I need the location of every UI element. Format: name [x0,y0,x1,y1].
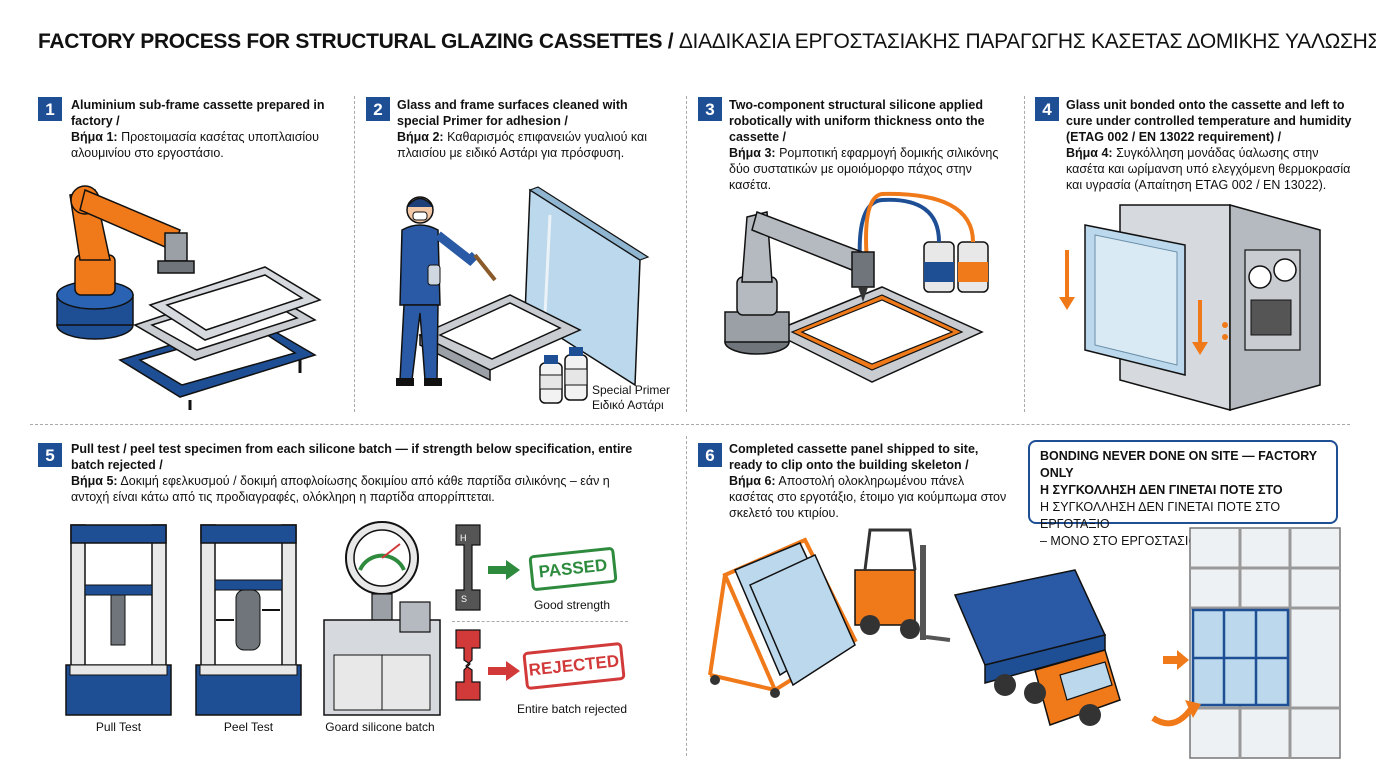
worker [396,196,497,386]
divider [452,621,628,622]
silicone-tanks [857,191,989,293]
step-number: 1 [38,97,62,121]
step-title-en: Pull test / peel test specimen from each… [71,442,633,472]
divider [686,96,687,412]
step-desc-gr: Βήμα 6: Αποστολή ολοκληρωμένου πάνελ κασ… [729,474,1007,520]
red-arrow-icon [488,661,520,681]
step-desc-gr: Βήμα 3: Ρομποτική εφαρμογή δομικής σιλικ… [729,146,999,192]
batch-label: Goard silicone batch [325,720,435,734]
step-number: 6 [698,443,722,467]
building-skeleton-illustration [1151,527,1341,759]
cassette-with-silicone-bead [770,286,984,383]
glass-rack [708,537,858,698]
rejected-specimen [455,629,481,701]
step-title-en: Glass unit bonded onto the cassette and … [1066,98,1352,144]
step-title-en: Completed cassette panel shipped to site… [729,442,979,472]
good-strength-caption: Good strength [533,598,611,612]
green-arrow-icon [488,560,520,580]
factory-only-warning: BONDING NEVER DONE ON SITE — FACTORY ONL… [1028,440,1338,548]
pull-test-label: Pull Test [95,720,142,734]
grey-robot-arm [724,211,875,355]
pull-test-machine [65,524,172,716]
silicone-robot-illustration [724,191,989,383]
step-title-en: Two-component structural silicone applie… [729,98,985,144]
step-desc-gr: Βήμα 1: Προετοιμασία κασέτας υποπλαισίου… [71,130,319,160]
specimen-bottom-label: S [461,594,468,604]
warning-line-4: – ΜΟΝΟ ΣΤΟ ΕΡΓΟΣΤΑΣΙΟ [1040,534,1199,548]
divider [354,96,355,412]
rejected-caption: Entire batch rejected [516,702,628,716]
step-desc-gr: Βήμα 2: Καθαρισμός επιφανειών γυαλιού κα… [397,130,648,160]
down-arrow-icon [1059,250,1208,355]
good-specimen [455,524,481,611]
silicone-batch-gauge-machine [323,521,441,716]
frame-on-bench [418,294,582,382]
forklift [854,528,951,642]
warning-line-3: Η ΣΥΓΚΟΛΛΗΣΗ ΔΕΝ ΓΙΝΕΤΑΙ ΠΟΤΕ ΣΤΟ ΕΡΓΟΤΑ… [1040,500,1281,531]
step-title-en: Aluminium sub-frame cassette prepared in… [71,98,325,128]
glass-unit [1084,224,1186,376]
installed-glass-cassettes [1191,608,1290,707]
warning-line-2: Η ΣΥΓΚΟΛΛΗΣΗ ΔΕΝ ΓΙΝΕΤΑΙ ΠΟΤΕ ΣΤΟ [1040,483,1283,497]
shipping-illustration [708,528,1121,726]
aluminium-cassette-frame [133,266,322,361]
rejected-stamp: REJECTED [522,641,626,691]
step-desc-gr: Βήμα 5: Δοκιμή εφελκυσμού / δοκιμή αποφλ… [71,474,610,504]
step-title-en: Glass and frame surfaces cleaned with sp… [397,98,628,128]
divider [686,436,687,756]
robot-arm-frame-illustration [56,185,322,410]
curing-chamber-illustration [1059,204,1321,411]
orange-arrow-icon [1151,650,1201,727]
step-desc-gr: Βήμα 4: Συγκόλληση μονάδας ύαλωσης στην … [1066,146,1351,192]
step-number: 2 [366,97,390,121]
step-number: 5 [38,443,62,467]
peel-test-machine [195,524,302,716]
step-number: 3 [698,97,722,121]
step-number: 4 [1035,97,1059,121]
divider [30,424,1350,425]
divider [1024,96,1025,412]
passed-stamp: PASSED [528,546,618,592]
orange-robot-arm [56,185,195,340]
peel-test-label: Peel Test [223,720,274,734]
page-title: FACTORY PROCESS FOR STRUCTURAL GLAZING C… [38,30,1376,53]
warning-line-1: BONDING NEVER DONE ON SITE — FACTORY ONL… [1040,449,1317,480]
specimen-top-label: H [460,533,467,543]
delivery-truck [953,569,1121,726]
primer-bottles [539,347,588,404]
glass-pane [524,186,650,387]
worker-cleaning-illustration [396,186,650,404]
